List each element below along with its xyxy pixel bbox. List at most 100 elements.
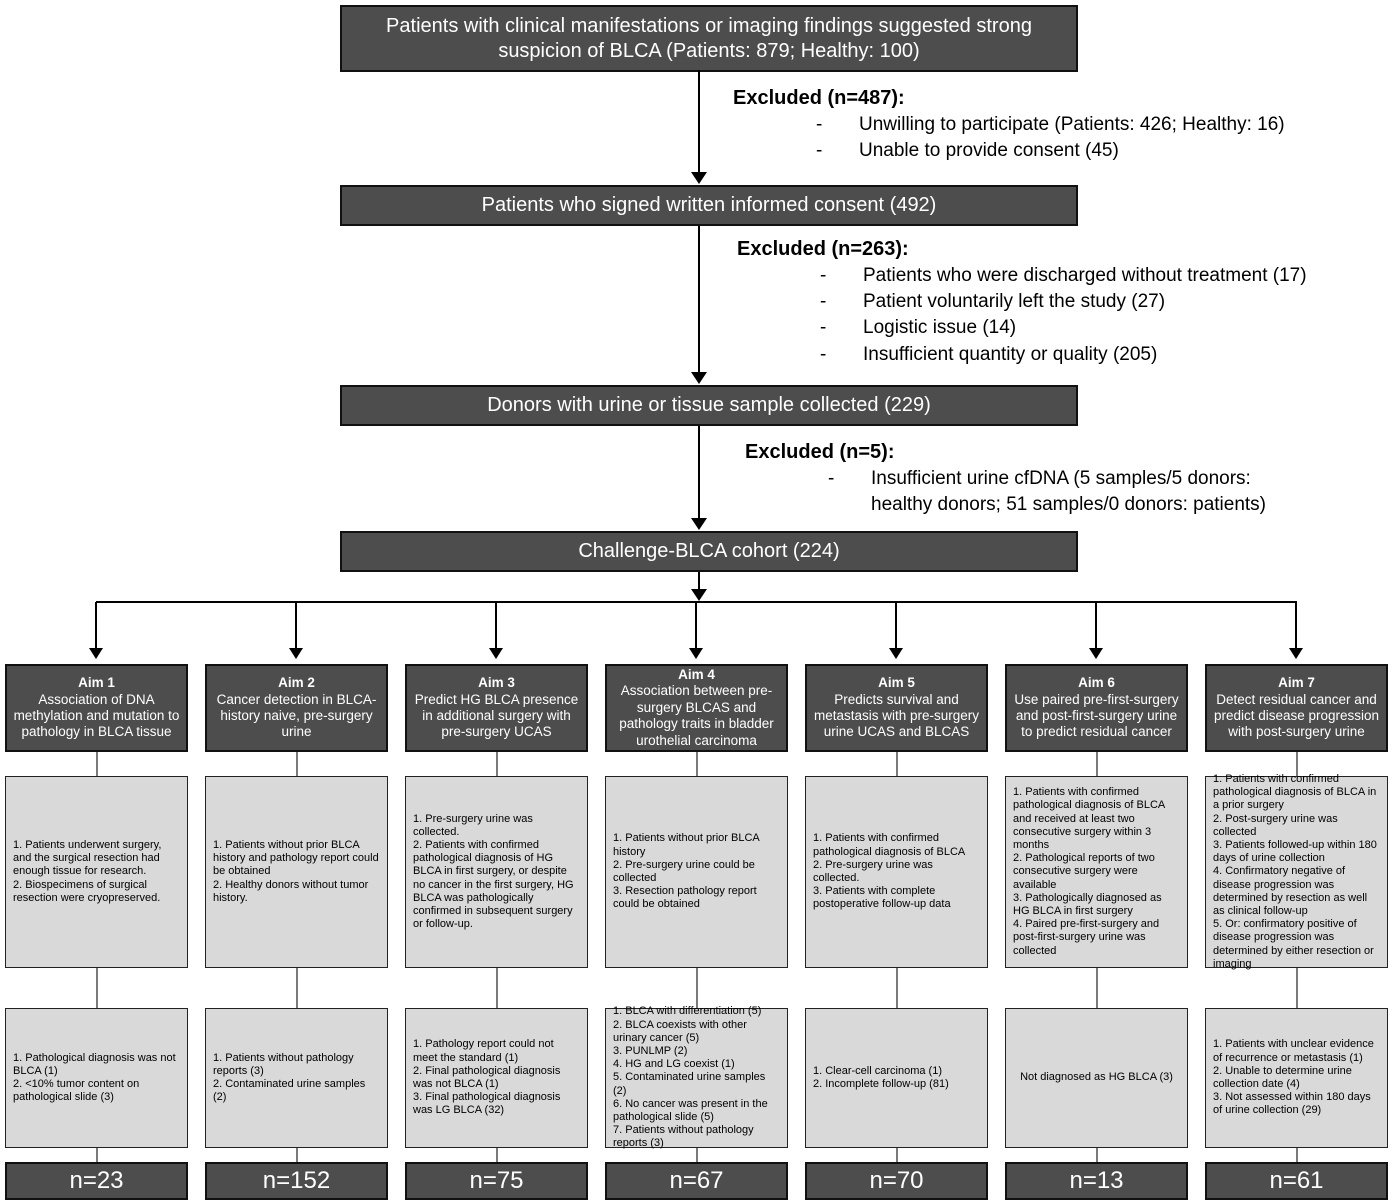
main-flow-section: Patients with clinical manifestations or… — [0, 0, 1397, 664]
exclusion-title: Excluded (n=487): — [733, 87, 905, 109]
aim-header-4: Aim 4 Association between pre-surgery BL… — [605, 664, 788, 752]
criteria-text: 1. Patients underwent surgery, and the s… — [13, 839, 162, 904]
connector-line — [1005, 752, 1188, 776]
exclusion-box-1: 1. Pathological diagnosis was not BLCA (… — [5, 1008, 188, 1148]
aim-header-2: Aim 2 Cancer detection in BLCA-history n… — [205, 664, 388, 752]
aim-title: Cancer detection in BLCA-history naive, … — [216, 691, 377, 740]
connector-line — [805, 752, 988, 776]
aim-title: Predict HG BLCA presence in additional s… — [414, 691, 579, 740]
exclusion-item: Unwilling to participate (Patients: 426;… — [733, 112, 1393, 138]
connector-line — [605, 1148, 788, 1162]
exclusion-box-5: 1. Clear-cell carcinoma (1) 2. Incomplet… — [805, 1008, 988, 1148]
connector-line — [405, 968, 588, 1008]
criteria-text: 1. Patients with confirmed pathological … — [1013, 786, 1165, 957]
branch-stub-5 — [895, 602, 897, 650]
aim-column-2: Aim 2 Cancer detection in BLCA-history n… — [205, 664, 388, 1200]
branch-stub-3 — [495, 602, 497, 650]
connector-line — [205, 752, 388, 776]
arrow-head-4 — [691, 589, 707, 601]
arrow-head-1 — [691, 172, 707, 184]
aim-title: Use paired pre-first-surgery and post-fi… — [1014, 691, 1179, 740]
aim-column-1: Aim 1 Association of DNA methylation and… — [5, 664, 188, 1200]
exclusion-item: Patient voluntarily left the study (27) — [737, 289, 1397, 315]
exclusion-text: 1. Patients without pathology reports (3… — [213, 1051, 366, 1104]
criteria-text: 1. Patients without prior BLCA history a… — [213, 839, 379, 904]
exclusion-box-6: Not diagnosed as HG BLCA (3) — [1005, 1008, 1188, 1148]
aim-column-5: Aim 5 Predicts survival and metastasis w… — [805, 664, 988, 1200]
flow-box-suspicion: Patients with clinical manifestations or… — [340, 5, 1078, 72]
aim-column-7: Aim 7 Detect residual cancer and predict… — [1205, 664, 1388, 1200]
exclusion-box-7: 1. Patients with unclear evidence of rec… — [1205, 1008, 1388, 1148]
exclusion-box-4: 1. BLCA with differentiation (5) 2. BLCA… — [605, 1005, 788, 1150]
arrow-line-1 — [698, 70, 700, 174]
n-box-7: n=61 — [1205, 1162, 1388, 1200]
criteria-box-6: 1. Patients with confirmed pathological … — [1005, 776, 1188, 968]
branch-arrow-head-3 — [489, 648, 503, 659]
aim-header-7: Aim 7 Detect residual cancer and predict… — [1205, 664, 1388, 752]
connector-line — [205, 968, 388, 1008]
aim-header-3: Aim 3 Predict HG BLCA presence in additi… — [405, 664, 588, 752]
aim-id: Aim 2 — [278, 675, 315, 691]
aim-header-5: Aim 5 Predicts survival and metastasis w… — [805, 664, 988, 752]
n-box-2: n=152 — [205, 1162, 388, 1200]
exclusion-title: Excluded (n=263): — [737, 238, 909, 260]
aim-id: Aim 4 — [678, 666, 715, 682]
aim-id: Aim 3 — [478, 675, 515, 691]
exclusion-item: Patients who were discharged without tre… — [737, 263, 1397, 289]
aim-header-1: Aim 1 Association of DNA methylation and… — [5, 664, 188, 752]
flow-box-samples: Donors with urine or tissue sample colle… — [340, 385, 1078, 426]
arrow-line-2 — [698, 226, 700, 374]
aim-id: Aim 5 — [878, 675, 915, 691]
exclusion-item: Unable to provide consent (45) — [733, 138, 1393, 164]
exclusion-note-3: Excluded (n=5): Insufficient urine cfDNA… — [745, 441, 1307, 518]
criteria-text: 1. Patients with confirmed pathological … — [1213, 773, 1377, 970]
aim-title: Association between pre-surgery BLCAS an… — [619, 683, 774, 748]
exclusion-text: 1. Pathology report could not meet the s… — [413, 1038, 561, 1117]
connector-line — [1005, 1148, 1188, 1162]
criteria-box-7: 1. Patients with confirmed pathological … — [1205, 773, 1388, 970]
aim-id: Aim 6 — [1078, 675, 1115, 691]
criteria-box-4: 1. Patients without prior BLCA history 2… — [605, 776, 788, 968]
connector-line — [805, 968, 988, 1008]
exclusion-title: Excluded (n=5): — [745, 441, 895, 463]
connector-line — [405, 1148, 588, 1162]
connector-line — [1205, 968, 1388, 1008]
exclusion-text: 1. Clear-cell carcinoma (1) 2. Incomplet… — [813, 1064, 949, 1090]
n-box-1: n=23 — [5, 1162, 188, 1200]
exclusion-item: Insufficient quantity or quality (205) — [737, 342, 1397, 368]
exclusion-box-2: 1. Patients without pathology reports (3… — [205, 1008, 388, 1148]
aim-title: Association of DNA methylation and mutat… — [13, 691, 180, 740]
exclusion-text: 1. Pathological diagnosis was not BLCA (… — [13, 1051, 176, 1104]
criteria-box-2: 1. Patients without prior BLCA history a… — [205, 776, 388, 968]
branch-stub-6 — [1095, 602, 1097, 650]
branch-stub-4 — [695, 602, 697, 650]
exclusion-text: Not diagnosed as HG BLCA (3) — [1020, 1071, 1173, 1084]
exclusion-item: Insufficient urine cfDNA (5 samples/5 do… — [745, 466, 1307, 518]
criteria-box-1: 1. Patients underwent surgery, and the s… — [5, 776, 188, 968]
exclusion-text: 1. BLCA with differentiation (5) 2. BLCA… — [613, 1005, 768, 1150]
branch-stub-2 — [295, 602, 297, 650]
criteria-box-5: 1. Patients with confirmed pathological … — [805, 776, 988, 968]
aim-title: Predicts survival and metastasis with pr… — [813, 691, 980, 740]
branch-arrow-head-6 — [1089, 648, 1103, 659]
arrow-head-2 — [691, 372, 707, 384]
connector-line — [1205, 1148, 1388, 1162]
exclusion-note-2: Excluded (n=263): Patients who were disc… — [737, 238, 1397, 368]
aim-id: Aim 1 — [78, 675, 115, 691]
branch-arrow-head-5 — [889, 648, 903, 659]
arrow-line-3 — [698, 426, 700, 520]
arrow-line-4 — [698, 572, 700, 590]
n-box-6: n=13 — [1005, 1162, 1188, 1200]
aim-column-3: Aim 3 Predict HG BLCA presence in additi… — [405, 664, 588, 1200]
exclusion-item: Logistic issue (14) — [737, 315, 1397, 341]
exclusion-note-1: Excluded (n=487): Unwilling to participa… — [733, 87, 1393, 165]
connector-line — [405, 752, 588, 776]
branch-stub-7 — [1295, 602, 1297, 650]
connector-line — [805, 1148, 988, 1162]
branch-arrow-head-1 — [89, 648, 103, 659]
connector-line — [1005, 968, 1188, 1008]
branch-arrow-head-4 — [689, 648, 703, 659]
connector-line — [5, 968, 188, 1008]
connector-line — [605, 968, 788, 1008]
aim-column-6: Aim 6 Use paired pre-first-surgery and p… — [1005, 664, 1188, 1200]
